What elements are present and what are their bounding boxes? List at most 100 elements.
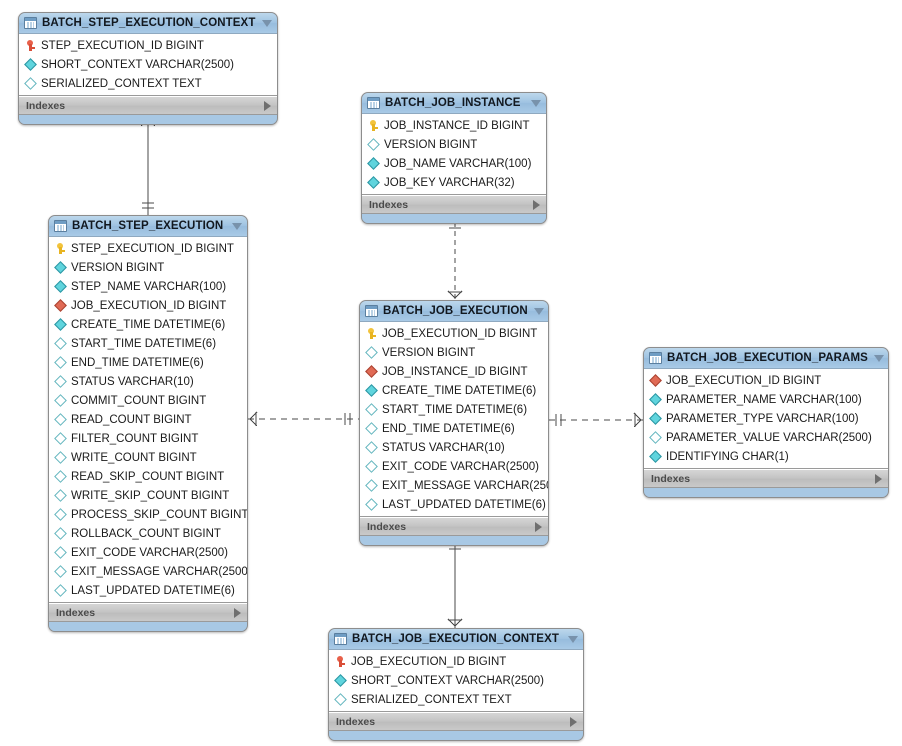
table-column-row[interactable]: START_TIME DATETIME(6) — [360, 400, 548, 419]
chevron-down-icon[interactable] — [262, 19, 272, 27]
foreign-key-icon — [53, 299, 67, 312]
table-column-row[interactable]: CREATE_TIME DATETIME(6) — [49, 315, 247, 334]
chevron-down-icon[interactable] — [568, 635, 578, 643]
primary-foreign-key-icon — [335, 656, 346, 667]
table-column-row[interactable]: WRITE_SKIP_COUNT BIGINT — [49, 486, 247, 505]
table-footer — [360, 536, 548, 545]
table-column-row[interactable]: COMMIT_COUNT BIGINT — [49, 391, 247, 410]
table-column-row[interactable]: LAST_UPDATED DATETIME(6) — [49, 581, 247, 600]
table-column-row[interactable]: SHORT_CONTEXT VARCHAR(2500) — [329, 671, 583, 690]
column-label: PARAMETER_NAME VARCHAR(100) — [666, 393, 862, 406]
table-column-row[interactable]: START_TIME DATETIME(6) — [49, 334, 247, 353]
table-header-batch_job_execution_context[interactable]: BATCH_JOB_EXECUTION_CONTEXT — [329, 629, 583, 650]
table-column-row[interactable]: JOB_EXECUTION_ID BIGINT — [644, 371, 888, 390]
indexes-label: Indexes — [56, 606, 96, 619]
nullable-column-icon — [53, 584, 67, 597]
connector-step-execution-to-step-execution-context[interactable] — [140, 117, 156, 215]
table-header-batch_step_execution[interactable]: BATCH_STEP_EXECUTION — [49, 216, 247, 237]
expand-arrow-icon[interactable] — [533, 199, 540, 210]
chevron-down-icon[interactable] — [533, 307, 544, 315]
table-column-row[interactable]: VERSION BIGINT — [362, 135, 546, 154]
column-label: EXIT_CODE VARCHAR(2500) — [71, 546, 228, 559]
table-column-row[interactable]: JOB_INSTANCE_ID BIGINT — [362, 116, 546, 135]
connector-job-execution-to-job-execution-params[interactable] — [549, 412, 643, 428]
table-column-row[interactable]: JOB_KEY VARCHAR(32) — [362, 173, 546, 192]
chevron-down-icon[interactable] — [531, 99, 541, 107]
table-column-row[interactable]: EXIT_MESSAGE VARCHAR(2500) — [360, 476, 548, 495]
connector-job-instance-to-job-execution[interactable] — [447, 213, 463, 300]
table-column-row[interactable]: EXIT_CODE VARCHAR(2500) — [360, 457, 548, 476]
table-column-row[interactable]: STEP_EXECUTION_ID BIGINT — [19, 36, 277, 55]
table-node-batch_step_execution_context[interactable]: BATCH_STEP_EXECUTION_CONTEXT STEP_EXECUTI… — [18, 12, 278, 125]
table-column-row[interactable]: VERSION BIGINT — [360, 343, 548, 362]
table-column-row[interactable]: EXIT_CODE VARCHAR(2500) — [49, 543, 247, 562]
chevron-down-icon[interactable] — [873, 354, 884, 362]
table-column-row[interactable]: STEP_NAME VARCHAR(100) — [49, 277, 247, 296]
table-column-row[interactable]: SERIALIZED_CONTEXT TEXT — [19, 74, 277, 93]
table-node-batch_job_instance[interactable]: BATCH_JOB_INSTANCE JOB_INSTANCE_ID BIGINT… — [361, 92, 547, 224]
expand-arrow-icon[interactable] — [535, 521, 542, 532]
table-column-row[interactable]: PARAMETER_NAME VARCHAR(100) — [644, 390, 888, 409]
indexes-section-batch_job_execution[interactable]: Indexes — [360, 517, 548, 536]
indexes-section-batch_job_execution_params[interactable]: Indexes — [644, 469, 888, 488]
table-column-row[interactable]: IDENTIFYING CHAR(1) — [644, 447, 888, 466]
column-label: EXIT_MESSAGE VARCHAR(2500) — [382, 479, 549, 492]
table-column-row[interactable]: STEP_EXECUTION_ID BIGINT — [49, 239, 247, 258]
primary-key-icon — [366, 328, 377, 339]
table-column-row[interactable]: VERSION BIGINT — [49, 258, 247, 277]
table-header-batch_job_execution[interactable]: BATCH_JOB_EXECUTION — [360, 301, 548, 322]
table-column-row[interactable]: PARAMETER_VALUE VARCHAR(2500) — [644, 428, 888, 447]
connector-job-execution-to-job-execution-context[interactable] — [447, 536, 463, 628]
nullable-column-icon — [53, 546, 67, 559]
indexes-section-batch_step_execution[interactable]: Indexes — [49, 603, 247, 622]
expand-arrow-icon[interactable] — [570, 716, 577, 727]
primary-foreign-key-icon — [25, 40, 36, 51]
not-null-column-icon — [53, 280, 67, 293]
table-column-row[interactable]: PARAMETER_TYPE VARCHAR(100) — [644, 409, 888, 428]
column-label: JOB_EXECUTION_ID BIGINT — [382, 327, 538, 340]
table-column-row[interactable]: SERIALIZED_CONTEXT TEXT — [329, 690, 583, 709]
table-column-row[interactable]: READ_COUNT BIGINT — [49, 410, 247, 429]
nullable-column-icon — [364, 479, 378, 492]
table-header-batch_step_execution_context[interactable]: BATCH_STEP_EXECUTION_CONTEXT — [19, 13, 277, 34]
table-node-batch_job_execution_context[interactable]: BATCH_JOB_EXECUTION_CONTEXT JOB_EXECUTION… — [328, 628, 584, 741]
indexes-section-batch_job_instance[interactable]: Indexes — [362, 195, 546, 214]
table-column-row[interactable]: JOB_EXECUTION_ID BIGINT — [360, 324, 548, 343]
table-column-row[interactable]: FILTER_COUNT BIGINT — [49, 429, 247, 448]
expand-arrow-icon[interactable] — [264, 100, 271, 111]
table-icon — [54, 220, 67, 232]
table-column-row[interactable]: LAST_UPDATED DATETIME(6) — [360, 495, 548, 514]
table-column-row[interactable]: JOB_NAME VARCHAR(100) — [362, 154, 546, 173]
column-label: START_TIME DATETIME(6) — [382, 403, 528, 416]
table-column-row[interactable]: STATUS VARCHAR(10) — [360, 438, 548, 457]
table-column-row[interactable]: END_TIME DATETIME(6) — [49, 353, 247, 372]
table-column-row[interactable]: STATUS VARCHAR(10) — [49, 372, 247, 391]
table-header-batch_job_execution_params[interactable]: BATCH_JOB_EXECUTION_PARAMS — [644, 348, 888, 369]
table-column-row[interactable]: SHORT_CONTEXT VARCHAR(2500) — [19, 55, 277, 74]
table-column-row[interactable]: ROLLBACK_COUNT BIGINT — [49, 524, 247, 543]
table-column-row[interactable]: EXIT_MESSAGE VARCHAR(2500) — [49, 562, 247, 581]
table-column-row[interactable]: PROCESS_SKIP_COUNT BIGINT — [49, 505, 247, 524]
table-node-batch_step_execution[interactable]: BATCH_STEP_EXECUTION STEP_EXECUTION_ID BI… — [48, 215, 248, 632]
foreign-key-icon — [648, 374, 662, 387]
indexes-section-batch_job_execution_context[interactable]: Indexes — [329, 712, 583, 731]
table-column-row[interactable]: END_TIME DATETIME(6) — [360, 419, 548, 438]
table-column-row[interactable]: JOB_EXECUTION_ID BIGINT — [49, 296, 247, 315]
table-footer — [644, 488, 888, 497]
table-column-row[interactable]: CREATE_TIME DATETIME(6) — [360, 381, 548, 400]
column-label: SHORT_CONTEXT VARCHAR(2500) — [351, 674, 544, 687]
expand-arrow-icon[interactable] — [234, 607, 241, 618]
chevron-down-icon[interactable] — [232, 222, 242, 230]
column-label: JOB_INSTANCE_ID BIGINT — [382, 365, 528, 378]
table-node-batch_job_execution[interactable]: BATCH_JOB_EXECUTION JOB_EXECUTION_ID BIGI… — [359, 300, 549, 546]
table-column-row[interactable]: JOB_INSTANCE_ID BIGINT — [360, 362, 548, 381]
table-column-row[interactable]: JOB_EXECUTION_ID BIGINT — [329, 652, 583, 671]
expand-arrow-icon[interactable] — [875, 473, 882, 484]
table-node-batch_job_execution_params[interactable]: BATCH_JOB_EXECUTION_PARAMS JOB_EXECUTION_… — [643, 347, 889, 498]
connector-job-execution-to-step-execution[interactable] — [248, 411, 359, 427]
indexes-section-batch_step_execution_context[interactable]: Indexes — [19, 96, 277, 115]
table-header-batch_job_instance[interactable]: BATCH_JOB_INSTANCE — [362, 93, 546, 114]
table-column-row[interactable]: READ_SKIP_COUNT BIGINT — [49, 467, 247, 486]
table-column-row[interactable]: WRITE_COUNT BIGINT — [49, 448, 247, 467]
